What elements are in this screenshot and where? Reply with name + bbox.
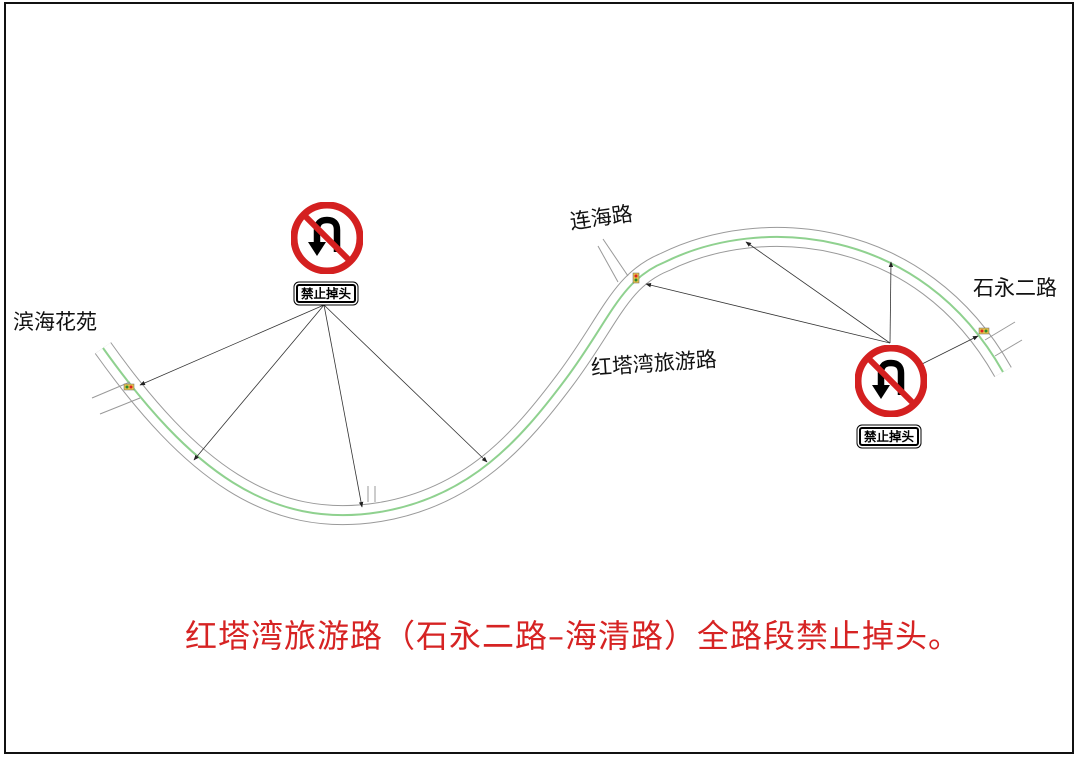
sign-2-caption: 禁止掉头 bbox=[859, 427, 920, 446]
no-u-turn-icon bbox=[291, 202, 363, 274]
traffic-light-shiyong bbox=[978, 327, 990, 335]
label-shiyong-er-road: 石永二路 bbox=[973, 276, 1057, 300]
main-road-hongta bbox=[94, 226, 1012, 526]
no-u-turn-notice: 红塔湾旅游路（石永二路–海清路）全路段禁止掉头。 bbox=[185, 617, 962, 655]
traffic-light-binhai bbox=[123, 383, 135, 391]
sign-2-leaders bbox=[645, 241, 979, 366]
cross-street-binhai bbox=[91, 381, 141, 415]
map-frame bbox=[4, 2, 1074, 754]
traffic-light-lianhai bbox=[632, 272, 640, 284]
cross-street-shiyong bbox=[984, 321, 1023, 357]
sign-1-caption: 禁止掉头 bbox=[296, 284, 357, 303]
side-entrance bbox=[367, 486, 376, 502]
median-line bbox=[102, 235, 1004, 517]
cross-street-lianhai bbox=[597, 238, 629, 283]
no-u-turn-icon bbox=[855, 345, 927, 417]
sign-1-leaders bbox=[139, 304, 488, 508]
label-binhai-huayuan: 滨海花苑 bbox=[13, 310, 97, 334]
